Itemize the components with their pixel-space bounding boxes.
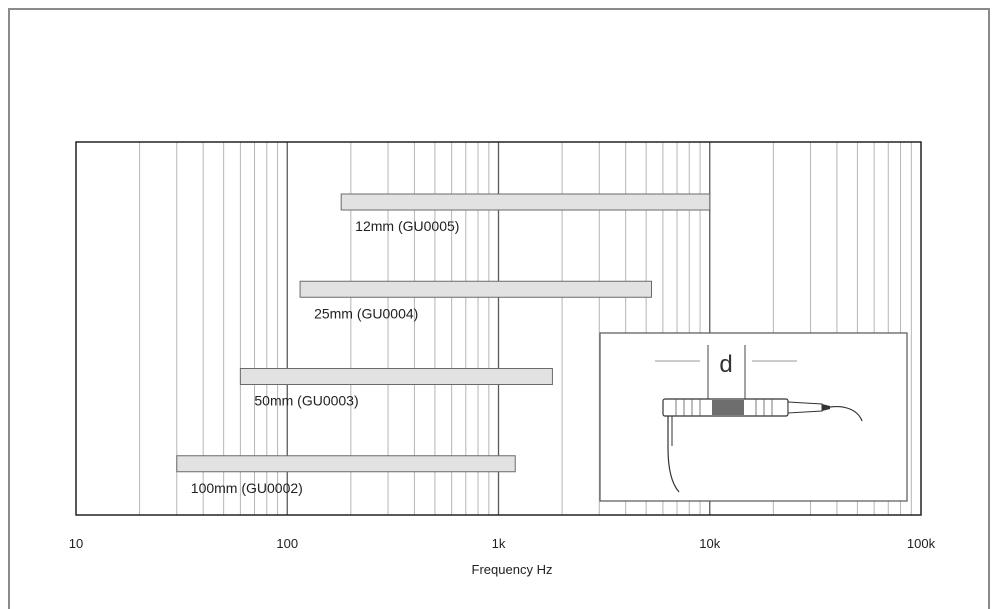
probe-inset: d: [599, 332, 908, 502]
dimension-label: d: [719, 351, 732, 378]
range-bar-labels: 12mm (GU0005) 25mm (GU0004) 50mm (GU0003) 1…: [191, 218, 460, 496]
x-tick-label: 100: [276, 536, 298, 551]
range-bar-label: 50mm (GU0003): [254, 393, 358, 409]
range-bar: [299, 280, 653, 298]
range-bar: [239, 368, 553, 385]
range-bar-label: 100mm (GU0002): [191, 480, 303, 496]
range-bar-label: 12mm (GU0005): [355, 218, 459, 234]
x-tick-labels: 10 100 1k 10k 100k: [69, 536, 936, 551]
range-bar: [340, 193, 711, 211]
probe-icon: [662, 398, 863, 493]
figure-frame: [8, 8, 990, 609]
range-bars: [176, 193, 711, 473]
x-tick-label: 100k: [907, 536, 936, 551]
x-tick-label: 10k: [699, 536, 720, 551]
x-tick-label: 10: [69, 536, 83, 551]
inset-box: [599, 332, 908, 502]
range-bar: [176, 455, 516, 473]
x-axis-title: Frequency Hz: [472, 562, 553, 577]
plot-border: [75, 141, 922, 516]
range-bar-label: 25mm (GU0004): [314, 305, 418, 321]
x-tick-label: 1k: [492, 536, 506, 551]
